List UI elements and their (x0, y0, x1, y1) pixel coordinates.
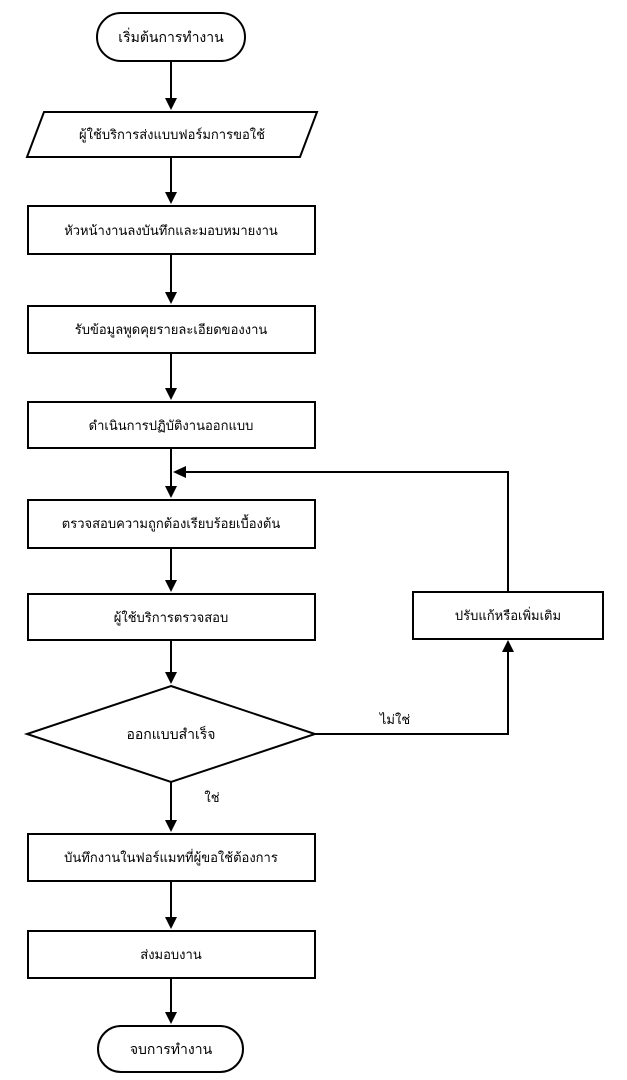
do-design-box (27, 401, 316, 449)
arrowhead (165, 917, 177, 929)
arrowhead (165, 292, 177, 304)
end-label: จบการทำงาน (130, 1042, 213, 1058)
gather-details-label: รับข้อมูลพูดคุยรายละเอียดของงาน (75, 322, 268, 338)
initial-check-box (27, 499, 316, 549)
gather-details-box (27, 305, 316, 354)
save-format-box (27, 833, 316, 882)
do-design-label: ดำเนินการปฏิบัติงานออกแบบ (89, 419, 254, 434)
arrowhead (502, 640, 514, 652)
arrowhead (165, 486, 177, 498)
submit-form-parallelogram (25, 111, 319, 158)
fix-or-add-label: ปรับแก้หรือเพิ่มเติม (455, 607, 561, 624)
arrowhead (165, 98, 177, 110)
record-assign-label: หัวหน้างานลงบันทึกและมอบหมายงาน (64, 224, 278, 239)
start-label: เริ่มต้นการทำงาน (118, 28, 224, 46)
arrowhead (165, 192, 177, 204)
arrowhead (165, 580, 177, 592)
arrowhead (165, 672, 177, 684)
arrowhead (165, 820, 177, 832)
no-label: ไม่ใช่ (379, 712, 410, 728)
arrowhead (165, 1012, 177, 1024)
decision-label: ออกแบบสำเร็จ (126, 725, 215, 743)
edge-fix-loop-back (184, 471, 509, 592)
record-assign-box (27, 205, 316, 255)
yes-label: ใช่ (204, 790, 219, 806)
arrowhead (165, 388, 177, 400)
initial-check-label: ตรวจสอบความถูกต้องเรียบร้อยเบื้องต้น (62, 514, 281, 532)
save-format-label: บันทึกงานในฟอร์แมทที่ผู้ขอใช้ต้องการ (64, 849, 278, 866)
submit-form-label: ผู้ใช้บริการส่งแบบฟอร์มการขอใช้ (79, 127, 265, 143)
deliver-box (27, 930, 316, 979)
arrowhead (173, 466, 186, 478)
user-review-label: ผู้ใช้บริการตรวจสอบ (114, 610, 229, 626)
edge-decision-no (315, 650, 509, 735)
end-terminator (97, 1025, 244, 1073)
user-review-box (27, 593, 316, 641)
deliver-label: ส่งมอบงาน (140, 948, 202, 963)
